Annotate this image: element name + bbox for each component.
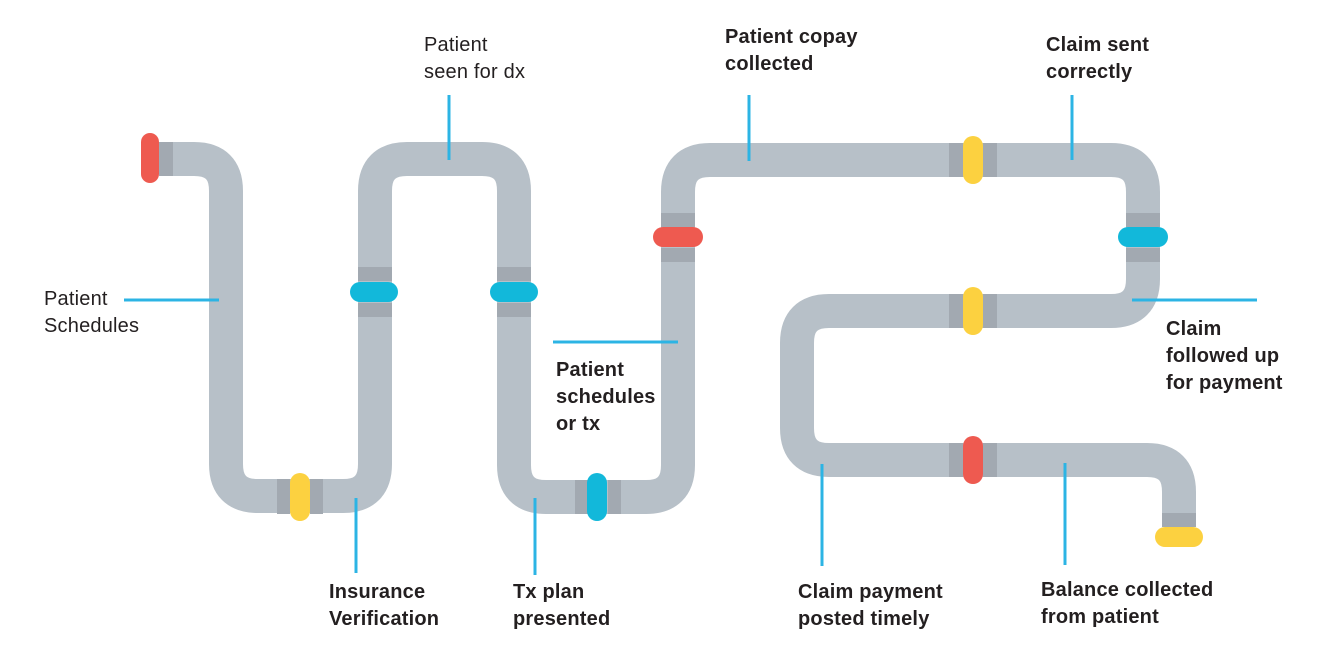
pipe-coupling xyxy=(159,142,173,176)
pipe-coupling xyxy=(608,480,621,514)
label-balance-collected: Balance collected from patient xyxy=(1041,579,1214,628)
pipe-coupling xyxy=(949,294,963,328)
pipe-coupling xyxy=(1162,513,1196,527)
cap-start-red-icon xyxy=(141,133,159,183)
valve-yellow-claim-sent-icon xyxy=(963,136,983,184)
label-patient-copay-collected: Patient copay collected xyxy=(725,26,858,75)
valve-cyan-tx-plan-icon xyxy=(587,473,607,521)
pipe-coupling xyxy=(497,303,531,317)
label-patient-schedules-or-tx: Patient schedules or tx xyxy=(556,359,656,435)
valve-yellow-claim-followup-icon xyxy=(963,287,983,335)
label-tx-plan-presented: Tx plan presented xyxy=(513,581,611,630)
valve-cyan-before-patient-seen-icon xyxy=(350,282,398,302)
pipe-path xyxy=(160,142,1196,514)
pipe-coupling xyxy=(949,443,963,477)
label-claim-payment-posted: Claim payment posted timely xyxy=(798,581,943,630)
valve-cyan-claim-sent-icon xyxy=(1118,227,1168,247)
pipe-coupling xyxy=(983,143,997,177)
pipe-coupling xyxy=(310,479,323,514)
pipe-coupling xyxy=(497,267,531,281)
valve-yellow-insurance-verification-icon xyxy=(290,473,310,521)
pipe-coupling xyxy=(358,303,392,317)
pipe-coupling xyxy=(277,479,290,514)
pipe-coupling xyxy=(358,267,392,281)
pipe-coupling xyxy=(983,443,997,477)
label-patient-seen-for-dx: Patient seen for dx xyxy=(424,34,526,83)
label-claim-sent-correctly: Claim sent correctly xyxy=(1046,34,1150,83)
valve-cyan-after-patient-seen-icon xyxy=(490,282,538,302)
label-claim-followed-up: Claim followed up for payment xyxy=(1166,318,1283,394)
valve-red-claim-payment-icon xyxy=(963,436,983,484)
pipe-coupling xyxy=(1126,248,1160,262)
pipe-coupling xyxy=(661,213,695,227)
pipe-coupling xyxy=(661,248,695,262)
pipe-coupling xyxy=(949,143,963,177)
pipe-coupling xyxy=(983,294,997,328)
valve-red-before-copay-icon xyxy=(653,227,703,247)
label-patient-schedules: Patient Schedules xyxy=(44,288,140,337)
pipe-coupling xyxy=(1126,213,1160,227)
pipe-coupling xyxy=(575,480,588,514)
cap-end-yellow-icon xyxy=(1155,527,1203,547)
label-insurance-verification: Insurance Verification xyxy=(329,581,440,630)
